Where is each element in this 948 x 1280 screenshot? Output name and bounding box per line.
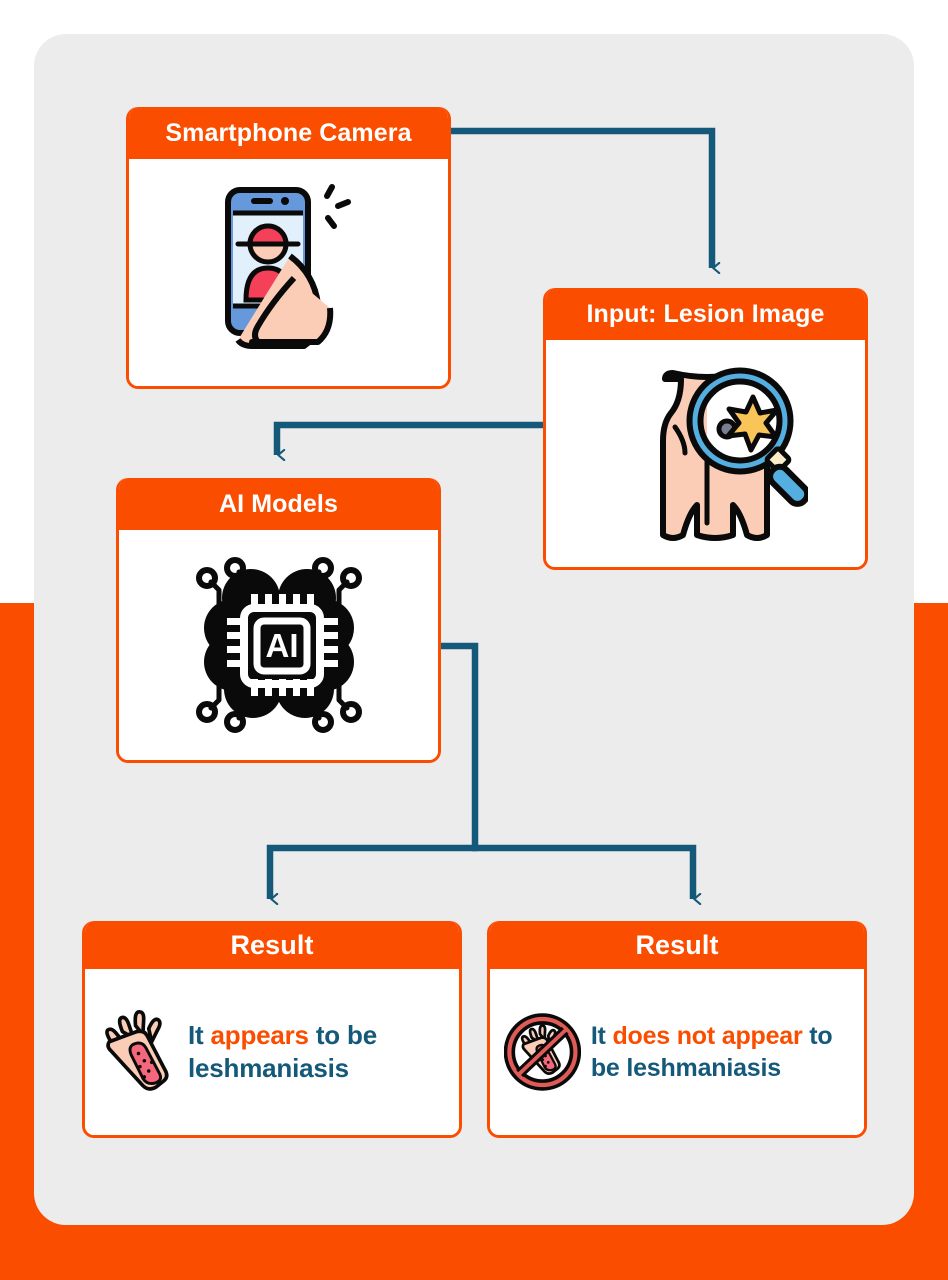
prohibited-hand-with-lesion-icon bbox=[504, 1013, 581, 1091]
node-result-negative-title: Result bbox=[490, 921, 864, 969]
node-ai-models-illustration: AI bbox=[119, 530, 438, 760]
hand-holding-smartphone-taking-photo-icon bbox=[224, 184, 351, 349]
torso-with-magnifier-on-skin-lesion-icon bbox=[660, 367, 808, 541]
node-input-lesion-image[interactable]: Input: Lesion Image bbox=[543, 288, 868, 570]
node-smartphone-camera-illustration bbox=[129, 159, 448, 386]
node-result-positive-text: It appears to be leshmaniasis bbox=[188, 1019, 449, 1086]
node-result-positive[interactable]: Result It appears to be leshmaniasis bbox=[82, 921, 462, 1138]
result-negative-part-0: It bbox=[590, 1022, 613, 1050]
node-input-lesion-image-title: Input: Lesion Image bbox=[546, 288, 865, 340]
result-negative-part-1: does not appear bbox=[612, 1022, 803, 1050]
result-positive-part-0: It bbox=[187, 1019, 211, 1050]
node-smartphone-camera[interactable]: Smartphone Camera bbox=[126, 107, 451, 389]
node-input-lesion-image-illustration bbox=[546, 340, 865, 567]
node-result-positive-title: Result bbox=[85, 921, 459, 969]
result-positive-part-2: to be leshmaniasis bbox=[187, 1019, 377, 1083]
result-negative-part-2: to be leshmaniasis bbox=[590, 1022, 833, 1082]
node-result-negative-body: It does not appear to be leshmaniasis bbox=[490, 969, 864, 1135]
node-result-positive-body: It appears to be leshmaniasis bbox=[85, 969, 459, 1135]
brain-with-ai-chip-icon: AI bbox=[195, 557, 362, 733]
result-positive-part-1: appears bbox=[210, 1019, 310, 1050]
node-result-negative-text: It does not appear to be leshmaniasis bbox=[591, 1020, 854, 1084]
node-smartphone-camera-title: Smartphone Camera bbox=[129, 107, 448, 159]
node-ai-models-title: AI Models bbox=[119, 478, 438, 530]
node-ai-models[interactable]: AI Models bbox=[116, 478, 441, 763]
node-result-negative[interactable]: Result bbox=[487, 921, 867, 1138]
ai-chip-label: AI bbox=[265, 627, 298, 664]
hand-with-lesion-icon bbox=[105, 1009, 169, 1091]
